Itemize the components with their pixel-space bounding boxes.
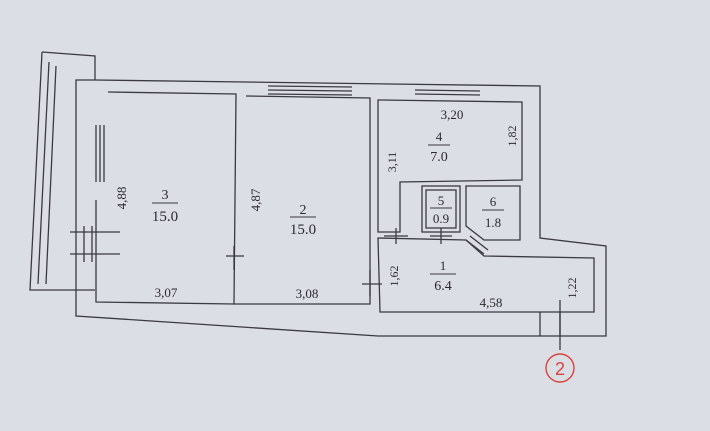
balcony-outline [29, 51, 96, 291]
axis-marker-circle [545, 353, 575, 383]
room-5-number: 5 [438, 193, 445, 208]
door-tick [384, 228, 408, 244]
room-6-outline [465, 185, 521, 241]
room-4-extra-dimension: 3,11 [385, 152, 399, 173]
balcony-rail [37, 61, 50, 285]
room-4-number: 4 [436, 129, 443, 144]
room-2-outline [234, 95, 371, 305]
room-4-outline [377, 99, 523, 233]
room-1-length: 1,22 [565, 278, 579, 299]
room-2-area: 15.0 [290, 222, 316, 238]
room-2-number: 2 [300, 203, 307, 218]
door-tick [430, 228, 452, 244]
room-6-area: 1.8 [485, 215, 501, 230]
room-4-width: 3,20 [441, 107, 464, 122]
door-tick [226, 246, 244, 270]
door-swing [469, 235, 489, 251]
room-3-area: 15.0 [152, 209, 178, 225]
room-3-width: 3,07 [155, 285, 178, 300]
room-5-area: 0.9 [433, 211, 449, 226]
room-2-width: 3,08 [296, 286, 319, 301]
door-swing [465, 239, 485, 255]
axis-marker-label: 2 [555, 359, 565, 379]
balcony-rail [45, 65, 57, 285]
window-room-3 [95, 125, 105, 182]
room-6-number: 6 [490, 194, 497, 209]
window-room-4 [414, 89, 481, 96]
wall-lines [29, 51, 607, 350]
room-3-number: 3 [162, 188, 169, 203]
room-3-length: 4,88 [114, 187, 129, 210]
door-tick [362, 270, 382, 296]
room-1-extra-dimension: 1,62 [387, 266, 401, 287]
room-4-length: 1,82 [505, 126, 519, 147]
room-1-area: 6.4 [434, 279, 452, 294]
room-1-number: 1 [440, 258, 447, 273]
outer-wall [75, 79, 607, 337]
room-4-area: 7.0 [430, 150, 448, 165]
room-1-width: 4,58 [480, 295, 503, 310]
room-2-length: 4,87 [248, 188, 263, 211]
balcony-door [70, 226, 120, 262]
window-room-2 [267, 85, 353, 96]
